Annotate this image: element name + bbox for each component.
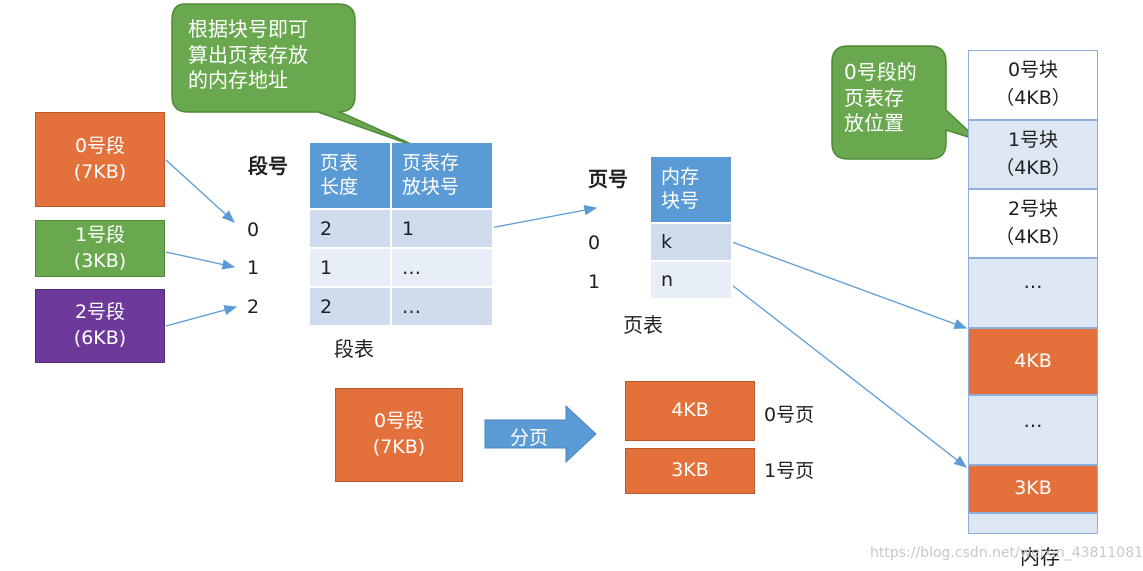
memory-block: 3KB [968,465,1098,513]
right-callout-line: 页表存 [844,85,904,110]
segment1-arrow [165,251,236,270]
page-1-box: 3KB [625,448,755,494]
page-0-label: 0号页 [764,404,815,426]
segment0-arrow [165,159,235,223]
memory-block: 4KB [968,328,1098,395]
segment-0-box: 0号段 (7KB) [35,112,165,207]
page-table-header: 内存 块号 [651,157,733,224]
top-callout-line: 的内存地址 [188,68,288,93]
memory-block: 0号块 （4KB） [968,50,1098,120]
segment-table-index-header: 段号 [248,154,288,178]
memory-block-line: （4KB） [995,156,1071,179]
header-line: 块号 [661,189,700,212]
segment-size: (7KB) [73,160,127,183]
memory-block-line: 2号块 [1007,197,1059,220]
page1-to-memory-arrow [727,281,968,468]
segment-table-cell: 2 [310,210,392,249]
memory-block-line: 4KB [1014,349,1052,372]
segment-name: 0号段 [74,134,126,157]
segment-size: (7KB) [372,436,426,458]
page-table-caption: 页表 [623,313,663,337]
memory-block-line: （4KB） [995,225,1071,248]
page-index-label: 1 [588,271,601,293]
header-line: 页表 [320,151,359,174]
watermark: https://blog.csdn.net/weixin_43811081 [870,545,1143,561]
paging-segment-box: 0号段 (7KB) [335,388,463,482]
memory-block-line: … [1023,410,1043,432]
memory-block: … [968,395,1098,465]
memory-caption: 内存 [1020,545,1060,569]
segment-table-header-block: 页表存 放块号 [392,143,494,210]
memory-block-line: 0号块 [1007,59,1059,82]
right-callout-bubble [831,45,979,160]
segment2-arrow [165,305,238,327]
top-callout-line: 算出页表存放 [188,42,308,67]
memory-block: 1号块 （4KB） [968,120,1098,189]
memory-block [968,513,1098,534]
segment-index-label: 0 [247,219,260,241]
right-callout-text: 0号段的 页表存 放位置 [844,60,917,137]
right-callout-line: 0号段的 [844,60,917,84]
segment-table-caption: 段表 [334,337,374,361]
page-index-label: 0 [588,232,601,254]
segment-name: 0号段 [373,410,425,433]
page-1-label: 1号页 [764,460,815,482]
page-table-pointer-arrow [489,205,598,229]
page-table-cell: n [651,262,733,300]
memory-block: 2号块 （4KB） [968,189,1098,258]
header-line: 放块号 [402,175,460,198]
memory-block-line: （4KB） [995,87,1071,109]
memory-block: … [968,258,1098,328]
page0-to-memory-arrow [731,241,968,329]
page-table-index-header: 页号 [588,167,628,191]
memory-block-line: … [1023,271,1043,293]
top-callout-text: 根据块号即可 算出页表存放 的内存地址 [188,17,308,94]
segment-table-cell: 1 [392,210,494,249]
header-line: 内存 [661,165,700,188]
segment-table-cell: 1 [310,249,392,288]
segment-name: 2号段 [74,301,126,324]
segment-name: 1号段 [74,223,126,246]
segment-table-cell: … [392,288,494,327]
segment-table-cell: 2 [310,288,392,327]
segment-size: (3KB) [73,249,127,272]
segment-index-label: 2 [247,296,260,318]
top-callout-bubble [171,3,421,149]
paging-arrow-label: 分页 [510,427,549,449]
memory-block-line: 1号块 [1007,128,1059,151]
segment-1-box: 1号段 (3KB) [35,220,165,277]
header-line: 页表存 [402,151,460,174]
segment-2-box: 2号段 (6KB) [35,289,165,363]
right-callout-line: 放位置 [844,111,904,136]
segment-table-header-length: 页表 长度 [310,143,392,210]
header-line: 长度 [320,175,359,198]
page-0-box: 4KB [625,381,755,441]
segment-index-label: 1 [247,257,260,279]
memory-block-line: 3KB [1014,477,1052,500]
page-table-cell: k [651,224,733,262]
segment-table-cell: … [392,249,494,288]
top-callout-line: 根据块号即可 [188,17,308,41]
segment-size: (6KB) [73,327,127,349]
paging-arrow-shape [484,404,597,464]
